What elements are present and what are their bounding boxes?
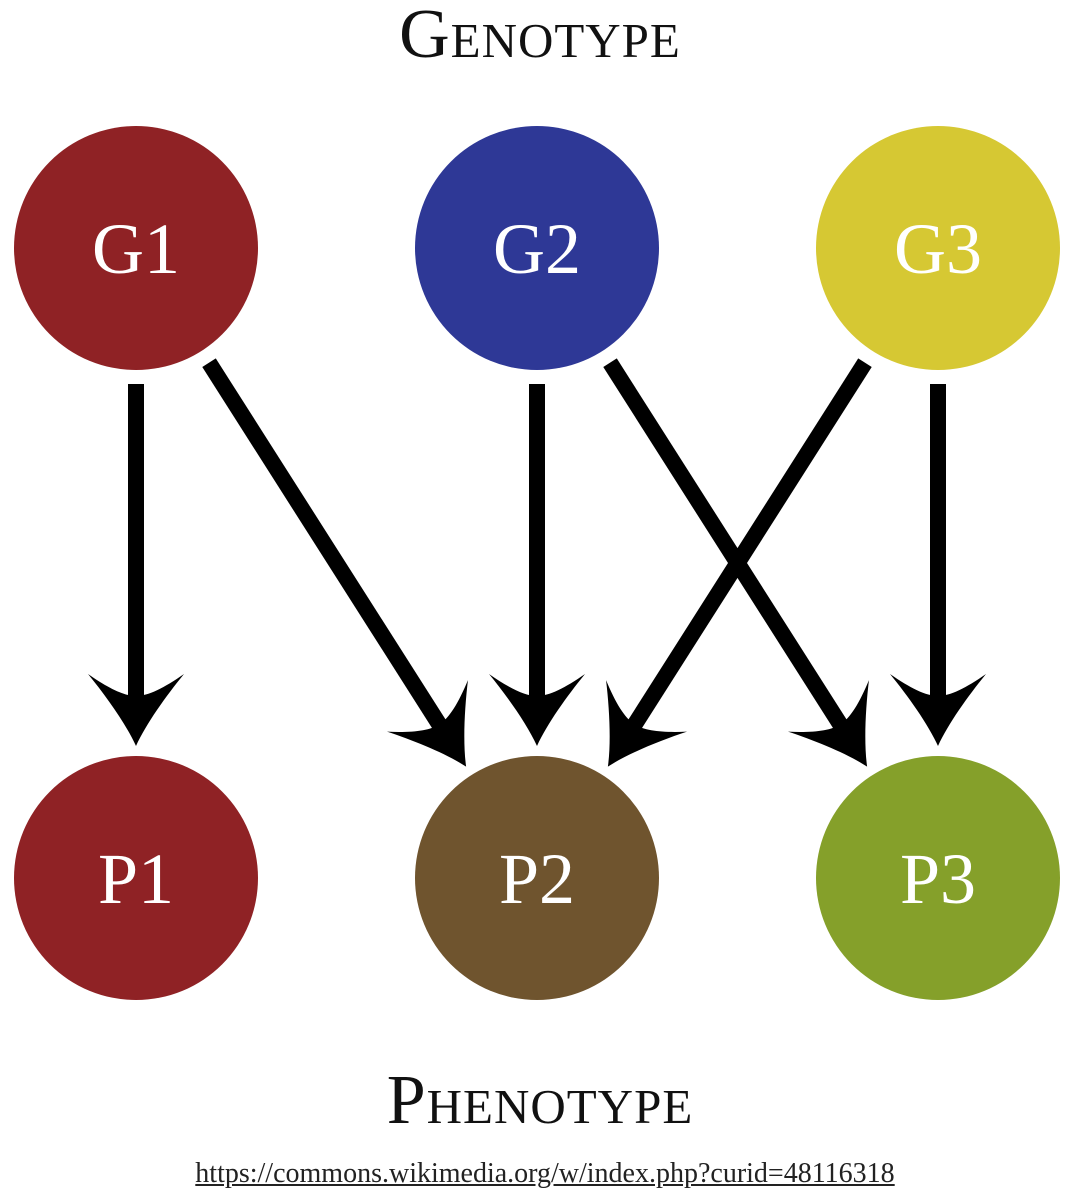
node-circle: [415, 756, 659, 1000]
arrowhead: [787, 680, 869, 767]
arrowhead: [606, 680, 688, 767]
phenotype-node-p3: P3: [816, 756, 1060, 1000]
arrowhead: [386, 680, 468, 767]
node-label: P1: [98, 839, 174, 919]
arrow-g2-to-p2: [489, 384, 585, 746]
node-label: P2: [499, 839, 575, 919]
source-link[interactable]: https://commons.wikimedia.org/w/index.ph…: [195, 1158, 895, 1189]
arrow-g1-to-p2: [202, 358, 468, 767]
arrow-shaft: [202, 358, 452, 738]
node-label: G3: [894, 209, 982, 289]
node-label: G1: [92, 209, 180, 289]
genotype-title: Genotype: [399, 0, 681, 73]
arrow-shaft: [622, 358, 872, 738]
phenotype-node-p2: P2: [415, 756, 659, 1000]
arrowhead: [489, 674, 585, 746]
node-label: P3: [900, 839, 976, 919]
arrowhead: [88, 674, 184, 746]
genotype-node-g2: G2: [415, 126, 659, 370]
phenotype-title: Phenotype: [386, 1062, 694, 1139]
genotype-node-g3: G3: [816, 126, 1060, 370]
node-circle: [816, 756, 1060, 1000]
genotype-node-g1: G1: [14, 126, 258, 370]
node-circle: [14, 756, 258, 1000]
phenotype-node-p1: P1: [14, 756, 258, 1000]
arrowhead: [890, 674, 986, 746]
arrow-g2-to-p3: [603, 358, 869, 767]
node-circle: [14, 126, 258, 370]
arrow-g3-to-p2: [606, 358, 872, 767]
edges-layer: [88, 358, 986, 767]
arrow-shaft: [603, 358, 853, 738]
arrow-g1-to-p1: [88, 384, 184, 746]
node-circle: [816, 126, 1060, 370]
node-circle: [415, 126, 659, 370]
node-label: G2: [493, 209, 581, 289]
arrow-g3-to-p3: [890, 384, 986, 746]
